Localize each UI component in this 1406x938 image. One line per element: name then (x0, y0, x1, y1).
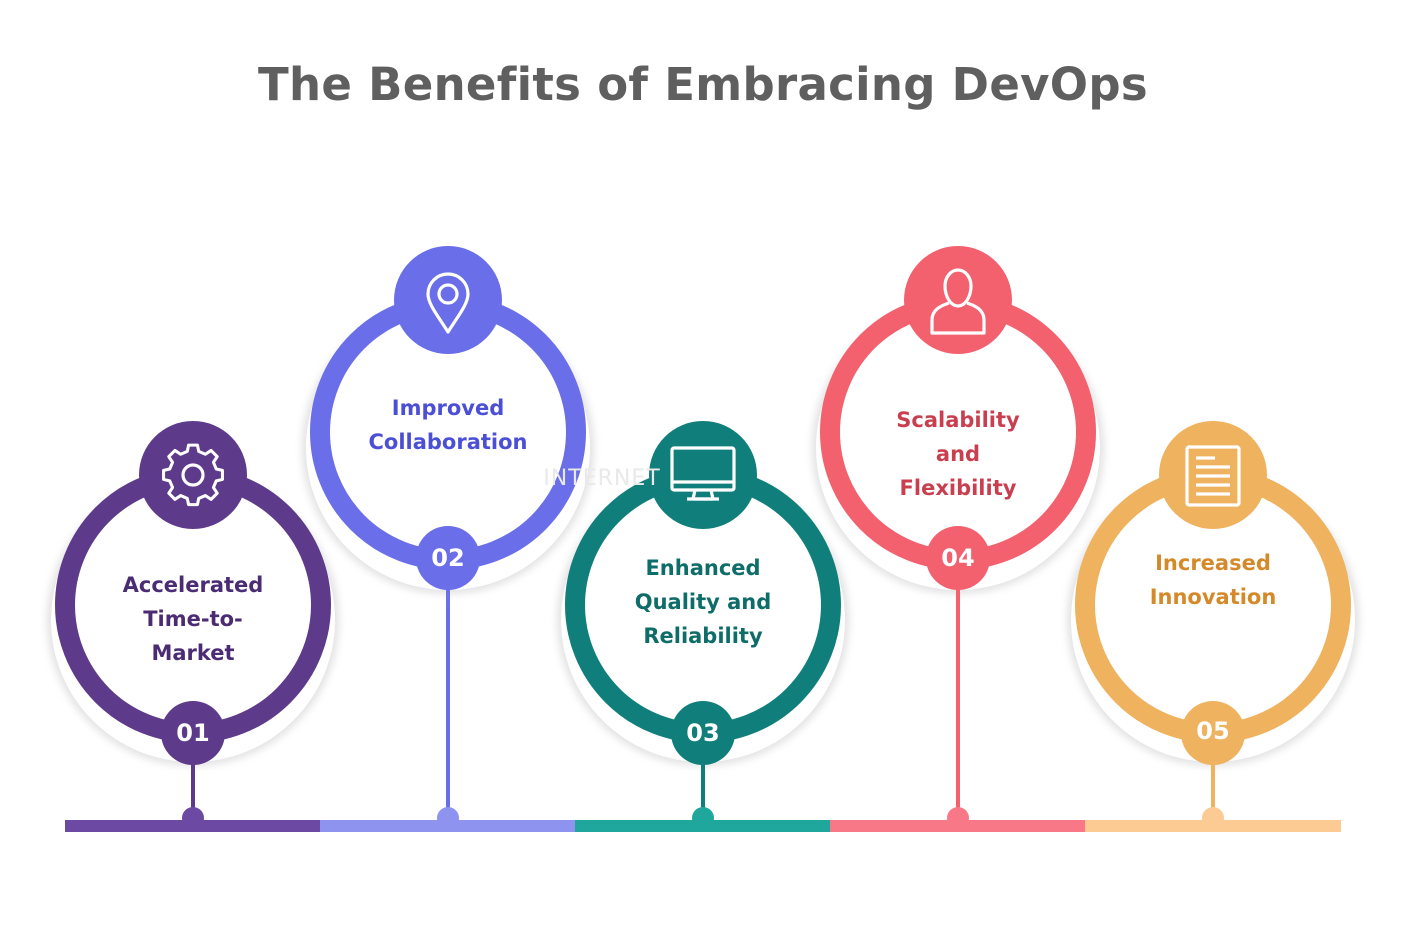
benefit-item-3 (557, 421, 849, 829)
benefit-number-3: 03 (686, 719, 720, 747)
number-badge-3 (671, 701, 735, 765)
benefit-label-4: Scalability and Flexibility (896, 408, 1020, 500)
benefit-item-2 (302, 246, 594, 829)
stem-dot-4 (947, 807, 969, 829)
number-badge-4 (926, 526, 990, 590)
benefit-number-5: 05 (1196, 717, 1230, 745)
location-pin-icon (426, 272, 470, 334)
number-badge-1 (161, 701, 225, 765)
benefit-label-1: Accelerated Time-to- Market (122, 573, 264, 665)
stem-dot-3 (692, 807, 714, 829)
number-badge-5 (1181, 701, 1245, 765)
benefit-number-1: 01 (176, 719, 210, 747)
stem-dot-2 (437, 807, 459, 829)
benefit-label-5: Increased Innovation (1149, 551, 1277, 609)
stem-dot-1 (182, 807, 204, 829)
watermark: INTERNET (543, 466, 661, 491)
benefit-item-4 (812, 246, 1104, 829)
document-icon (1185, 445, 1241, 507)
stem-dot-5 (1202, 807, 1224, 829)
user-icon (930, 268, 986, 335)
benefit-label-2: Improved Collaboration (368, 396, 528, 454)
benefit-number-2: 02 (431, 544, 465, 572)
benefit-number-4: 04 (941, 544, 975, 572)
gear-icon (162, 443, 224, 507)
benefit-item-1 (47, 421, 339, 829)
icon-badge-1 (139, 421, 247, 529)
monitor-icon (670, 446, 736, 501)
icon-badge-2 (394, 246, 502, 354)
benefit-item-5 (1067, 421, 1359, 829)
benefit-label-3: Enhanced Quality and Reliability (634, 556, 772, 648)
icon-badge-4 (904, 246, 1012, 354)
page-title: The Benefits of Embracing DevOps (258, 58, 1148, 111)
number-badge-2 (416, 526, 480, 590)
